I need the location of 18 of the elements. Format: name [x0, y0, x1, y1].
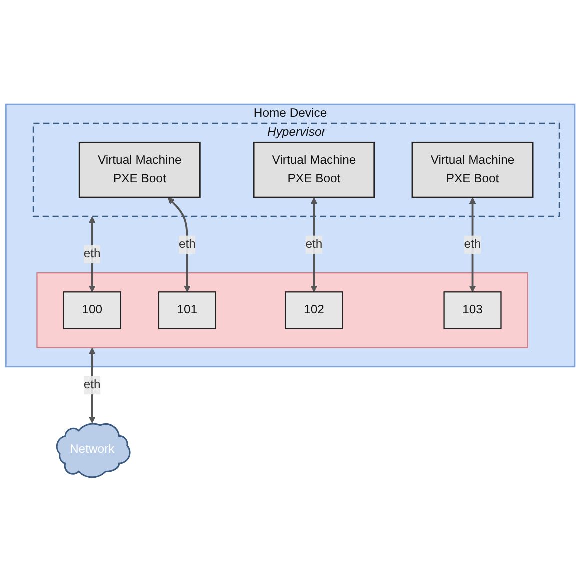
- node-box: Virtual Machine PXE Boot: [78, 142, 201, 198]
- node-box: 102: [285, 292, 344, 330]
- cluster: [36, 272, 528, 348]
- node-box: Virtual Machine PXE Boot: [412, 142, 534, 198]
- arrow: [89, 216, 96, 292]
- edge-label: eth: [84, 248, 101, 261]
- edge-label: eth: [464, 238, 482, 251]
- edge-label: eth: [84, 378, 101, 392]
- arrow: [310, 198, 318, 292]
- node-box: 100: [63, 292, 122, 330]
- node-box: Virtual Machine PXE Boot: [253, 142, 376, 198]
- arrow: [168, 198, 191, 292]
- edge-label: eth: [178, 238, 196, 251]
- arrow: [89, 348, 96, 424]
- node-box: 101: [158, 292, 216, 330]
- arrow: [469, 198, 476, 292]
- node-box: 103: [444, 292, 502, 330]
- edge-label: eth: [306, 238, 323, 251]
